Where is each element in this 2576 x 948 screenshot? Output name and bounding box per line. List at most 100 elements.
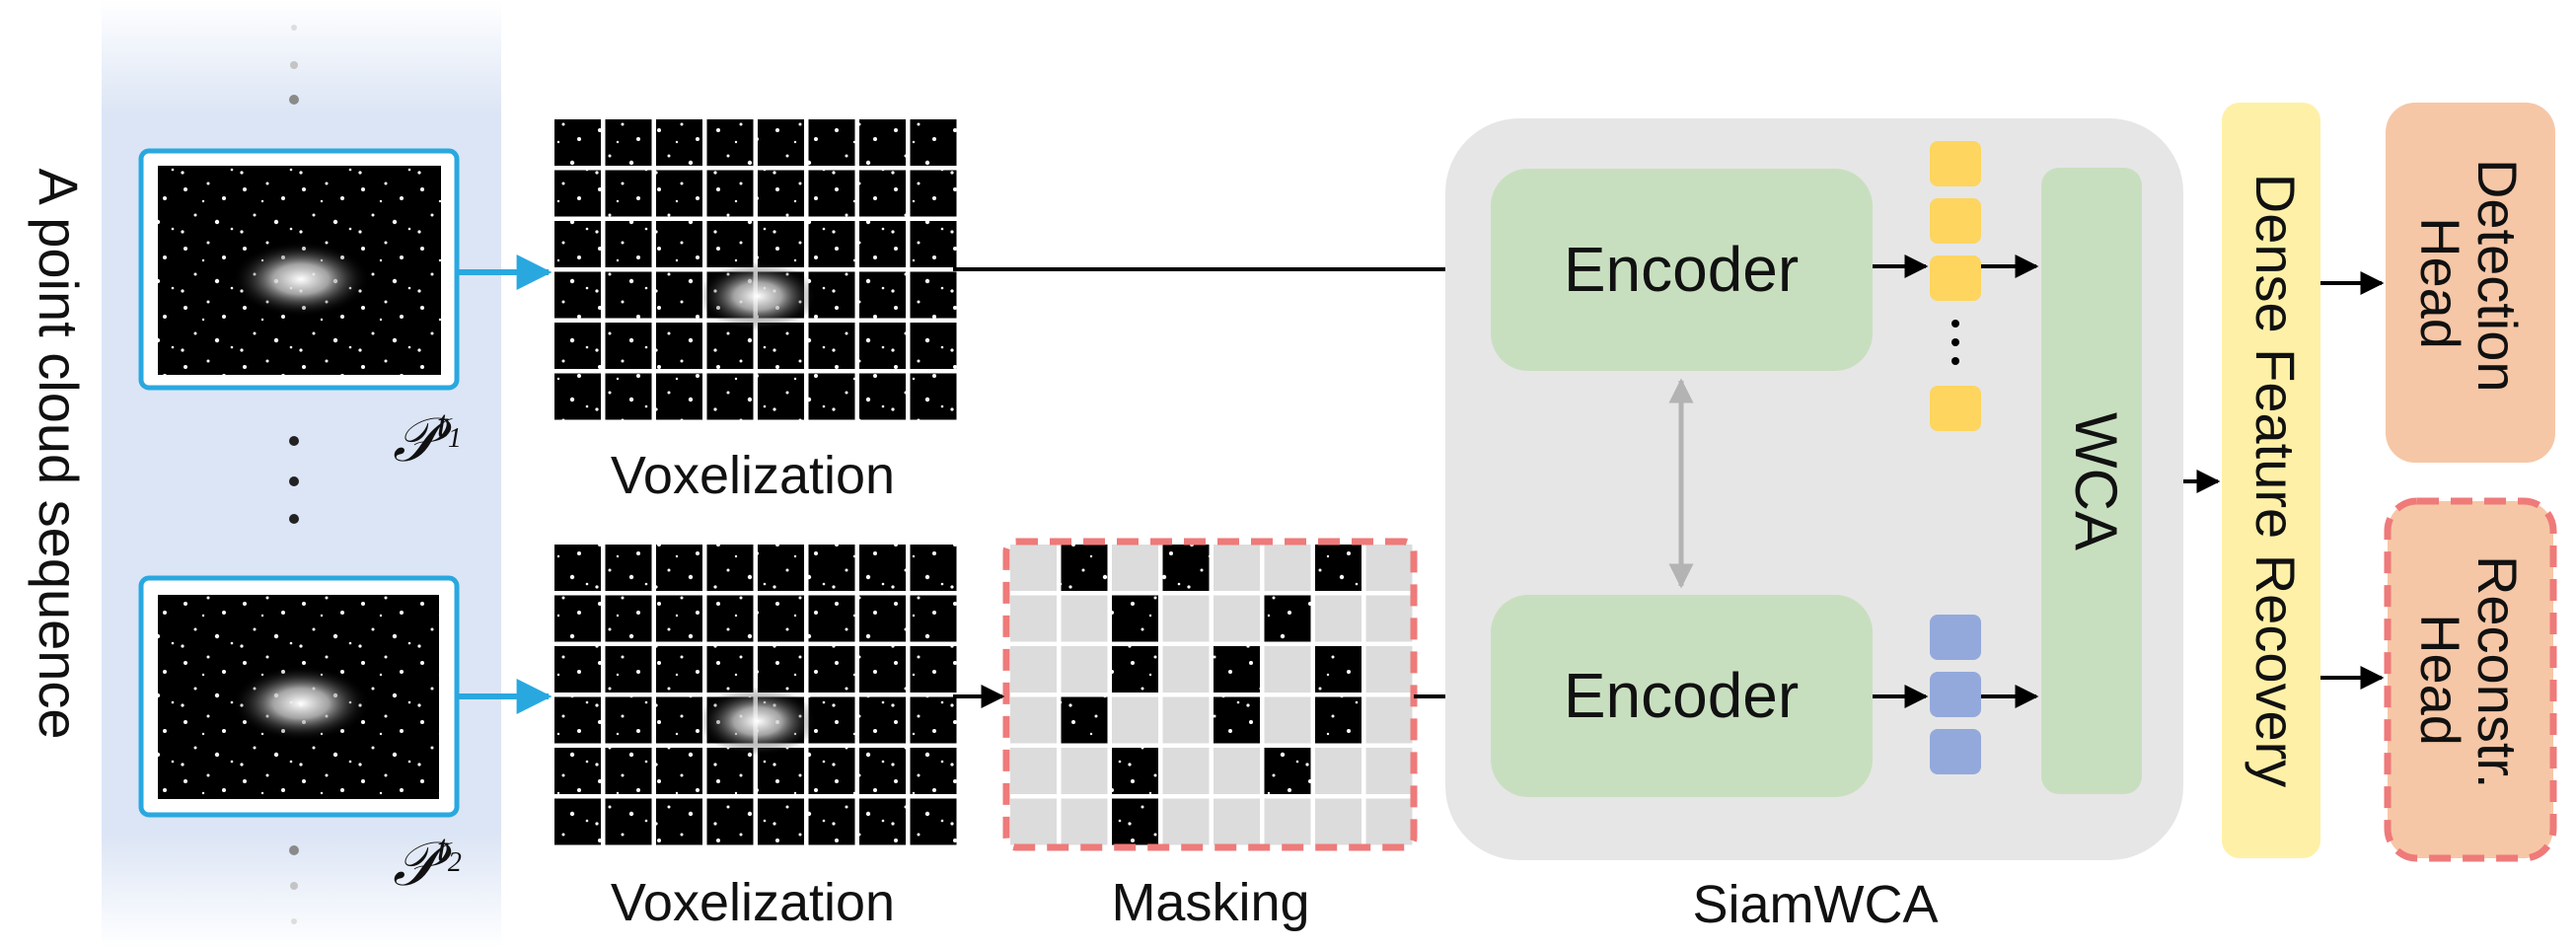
voxel-cell bbox=[808, 595, 855, 642]
voxel-cell bbox=[910, 170, 957, 217]
mask-cell-masked bbox=[1010, 646, 1057, 693]
voxel-cell bbox=[808, 748, 855, 794]
mask-cell-visible bbox=[1264, 595, 1311, 642]
detection-head bbox=[2386, 103, 2555, 463]
mask-cell-masked bbox=[1010, 696, 1057, 744]
voxel-cell bbox=[910, 373, 957, 420]
voxel-cell bbox=[910, 545, 957, 591]
mask-cell-masked bbox=[1162, 595, 1210, 642]
voxel-cell bbox=[808, 798, 855, 845]
encoder-top bbox=[1491, 169, 1873, 371]
sequence-dots-top bbox=[289, 25, 299, 105]
wca-block bbox=[2041, 168, 2142, 794]
voxelization-label-bottom: Voxelization bbox=[611, 873, 895, 932]
voxel-cell bbox=[910, 696, 957, 744]
token-yellow-3 bbox=[1930, 255, 1981, 301]
voxel-cell bbox=[808, 323, 855, 369]
sequence-label: A point cloud sequence bbox=[28, 168, 90, 739]
voxel-cell bbox=[859, 545, 906, 591]
mask-cell-masked bbox=[1264, 798, 1311, 845]
voxel-cell bbox=[656, 696, 702, 744]
voxel-cell bbox=[859, 748, 906, 794]
voxel-cell bbox=[605, 595, 652, 642]
voxel-cell bbox=[758, 221, 804, 267]
mask-cell-masked bbox=[1061, 646, 1108, 693]
voxel-cell bbox=[859, 323, 906, 369]
voxel-cell bbox=[706, 221, 754, 267]
voxel-cell bbox=[808, 221, 855, 267]
voxel-cell bbox=[605, 221, 652, 267]
voxel-cell bbox=[656, 170, 702, 217]
voxel-cell bbox=[605, 748, 652, 794]
mask-cell-masked bbox=[1010, 545, 1057, 591]
voxel-cell bbox=[758, 595, 804, 642]
voxel-cell bbox=[656, 748, 702, 794]
voxel-cell bbox=[554, 595, 601, 642]
voxel-cell bbox=[910, 221, 957, 267]
mask-cell-masked bbox=[1315, 798, 1362, 845]
mask-cell-visible bbox=[1264, 748, 1311, 794]
voxel-cell bbox=[859, 696, 906, 744]
token-blue-3 bbox=[1930, 729, 1981, 774]
encoder-bottom bbox=[1491, 595, 1873, 797]
voxel-cell bbox=[656, 646, 702, 693]
mask-cell-masked bbox=[1162, 646, 1210, 693]
voxel-cell bbox=[859, 119, 906, 166]
token-yellow-1 bbox=[1930, 141, 1981, 186]
voxel-cell bbox=[605, 170, 652, 217]
token-yellow-2 bbox=[1930, 198, 1981, 244]
voxel-cell bbox=[554, 323, 601, 369]
voxelization-label-top: Voxelization bbox=[611, 446, 895, 505]
voxel-scan-center bbox=[699, 687, 817, 757]
voxel-cell bbox=[656, 798, 702, 845]
voxel-cell bbox=[910, 323, 957, 369]
sequence-dots-middle bbox=[289, 436, 299, 524]
mask-cell-masked bbox=[1264, 696, 1311, 744]
encoder-bottom-label: Encoder bbox=[1564, 660, 1799, 731]
voxel-cell bbox=[554, 373, 601, 420]
reconstruction-head bbox=[2384, 497, 2557, 862]
voxel-cell bbox=[758, 170, 804, 217]
voxel-cell bbox=[554, 119, 601, 166]
voxel-cell bbox=[706, 373, 754, 420]
mask-cell-visible bbox=[1061, 545, 1108, 591]
masking-label: Masking bbox=[1111, 873, 1309, 932]
voxel-cell bbox=[859, 373, 906, 420]
voxel-cell bbox=[605, 373, 652, 420]
voxel-cell bbox=[554, 646, 601, 693]
voxel-cell bbox=[554, 696, 601, 744]
mask-cell-masked bbox=[1214, 595, 1260, 642]
voxel-cell bbox=[554, 798, 601, 845]
token-blue-2 bbox=[1930, 672, 1981, 717]
mask-cell-visible bbox=[1112, 595, 1158, 642]
voxel-cell bbox=[656, 373, 702, 420]
mask-cell-masked bbox=[1365, 545, 1413, 591]
voxel-cell bbox=[758, 119, 804, 166]
voxel-cell bbox=[758, 798, 804, 845]
mask-cell-masked bbox=[1112, 696, 1158, 744]
frame-2-pointcloud bbox=[158, 595, 439, 799]
voxel-cell bbox=[910, 271, 957, 319]
mask-cell-masked bbox=[1162, 798, 1210, 845]
voxel-cell bbox=[808, 170, 855, 217]
voxel-scan-center bbox=[699, 261, 817, 331]
mask-cell-visible bbox=[1214, 696, 1260, 744]
mask-cell-masked bbox=[1365, 748, 1413, 794]
voxel-grid-bottom bbox=[554, 545, 957, 845]
voxel-cell bbox=[859, 271, 906, 319]
voxel-cell bbox=[706, 595, 754, 642]
voxel-cell bbox=[808, 646, 855, 693]
voxel-cell bbox=[605, 323, 652, 369]
voxel-cell bbox=[758, 545, 804, 591]
voxel-cell bbox=[706, 545, 754, 591]
voxel-cell bbox=[656, 221, 702, 267]
voxel-cell bbox=[910, 798, 957, 845]
frame-1-pointcloud bbox=[158, 166, 441, 375]
voxel-cell bbox=[808, 545, 855, 591]
mask-cell-visible bbox=[1112, 748, 1158, 794]
voxel-cell bbox=[554, 271, 601, 319]
voxel-cell bbox=[910, 748, 957, 794]
mask-cell-visible bbox=[1315, 646, 1362, 693]
token-yellow-4 bbox=[1930, 386, 1981, 431]
